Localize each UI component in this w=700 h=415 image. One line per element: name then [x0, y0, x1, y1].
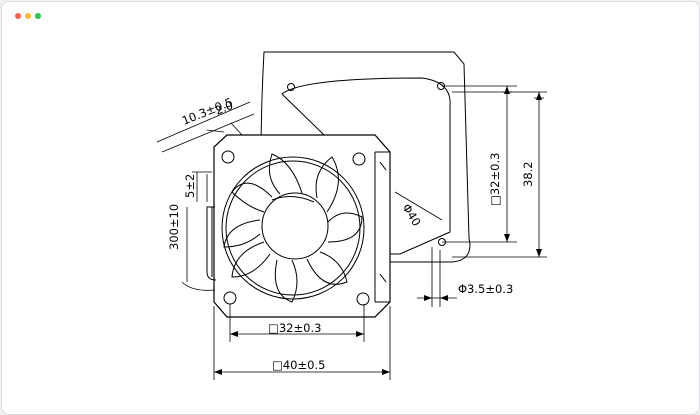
front-mount-hole: [352, 152, 366, 166]
dimension-lines: [156, 85, 547, 380]
fan-front-view: [206, 134, 391, 318]
dimension-arrows: [214, 86, 542, 375]
front-mount-hole: [221, 150, 235, 164]
dim-hole-pitch-horizontal: □32±0.3: [268, 321, 321, 335]
maximize-window-button[interactable]: [35, 13, 41, 19]
fan-hub: [261, 192, 329, 260]
dim-hole-diameter: Φ3.5±0.3: [458, 282, 513, 296]
front-mount-hole: [356, 292, 370, 306]
fan-blades: [223, 153, 363, 303]
close-window-button[interactable]: [15, 13, 21, 19]
dim-outer-horizontal: □40±0.5: [272, 358, 325, 372]
dim-lead-length: 300±10: [167, 204, 181, 250]
rear-mount-hole: [287, 83, 295, 91]
dim-frame-thickness: 2.0: [213, 98, 235, 118]
minimize-window-button[interactable]: [25, 13, 31, 19]
dim-lead-strip: 5±2: [183, 174, 197, 198]
title-bar: [2, 2, 699, 30]
dim-hole-pitch-vertical: □32±0.3: [488, 153, 502, 206]
dim-outer-vertical: 38.2: [521, 161, 535, 187]
